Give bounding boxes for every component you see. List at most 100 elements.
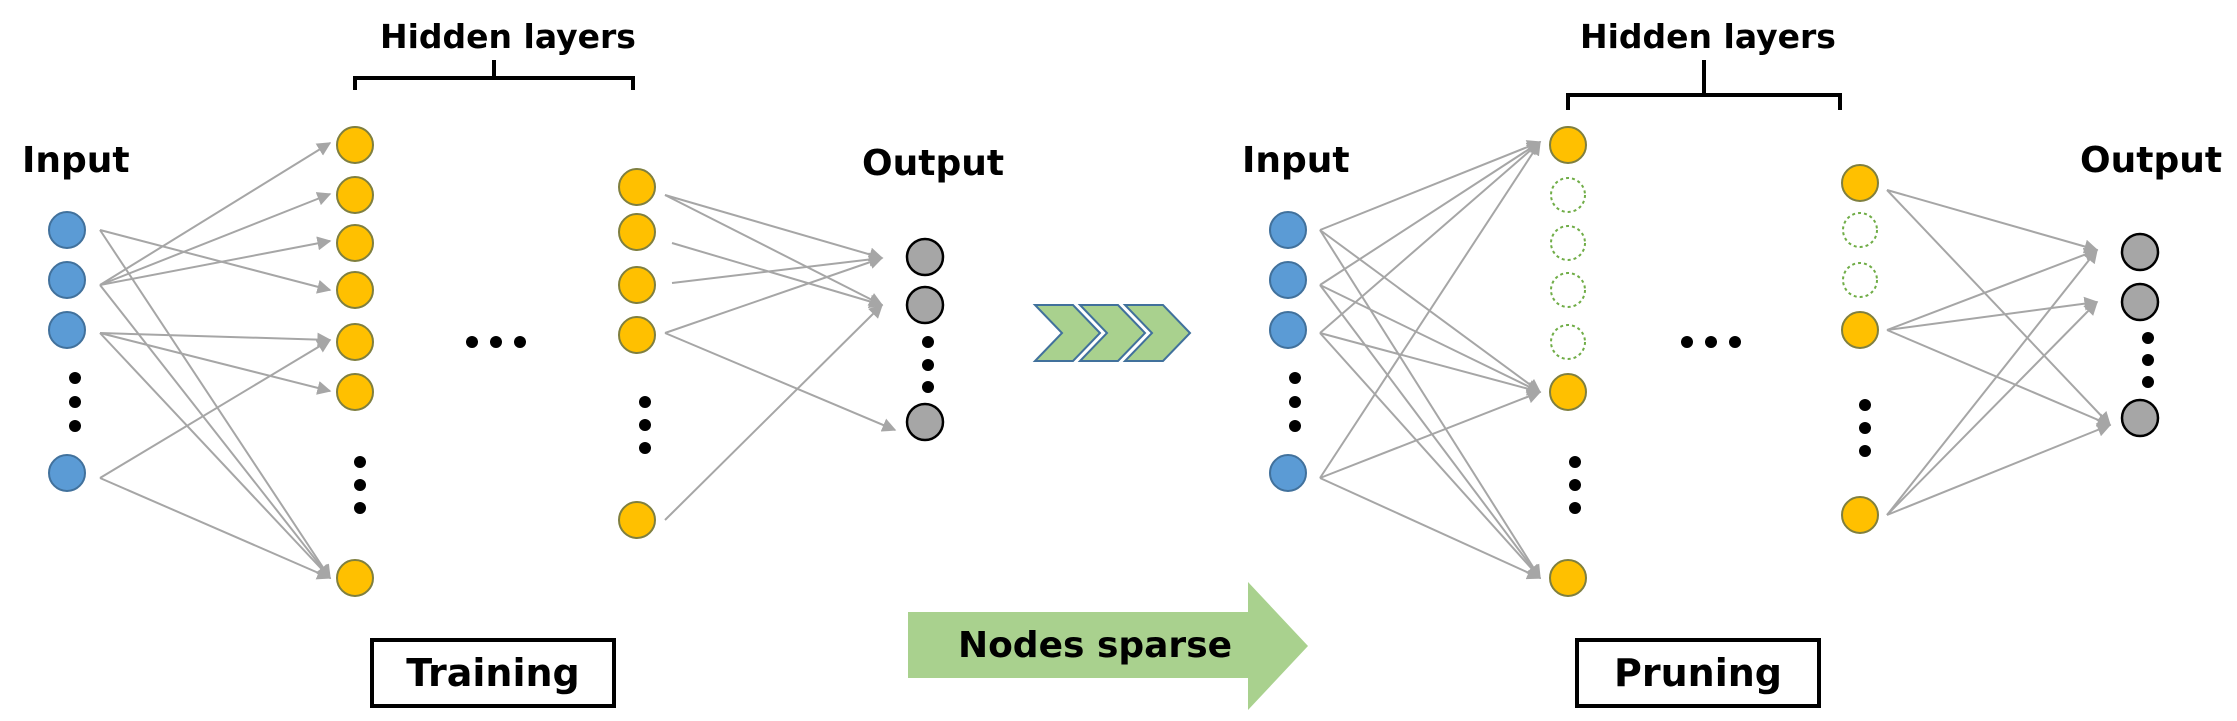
ellipsis-dot (354, 479, 366, 491)
edge (1319, 140, 1542, 231)
output-label: Output (2080, 140, 2222, 181)
edge (664, 255, 884, 334)
right-network: Input Hidden layers Output Pruning (1242, 17, 2222, 708)
hidden-node (618, 213, 656, 251)
hidden-node (336, 559, 374, 597)
right-output-layer (2120, 232, 2160, 438)
input-node (1269, 211, 1307, 249)
ellipsis-dot (1569, 479, 1581, 491)
left-output-layer (905, 237, 945, 442)
edge (99, 477, 332, 580)
hidden-node (618, 316, 656, 354)
hidden-layers-label: Hidden layers (1580, 17, 1836, 56)
left-input-layer (48, 211, 86, 492)
hidden-node (618, 168, 656, 206)
edge (99, 142, 332, 286)
edge (671, 252, 884, 284)
edge (664, 194, 884, 306)
hidden-node (336, 271, 374, 309)
edge (1886, 301, 2098, 516)
hidden-node (1549, 373, 1587, 411)
transition: Nodes sparse (908, 304, 1308, 710)
edge (1886, 296, 2099, 331)
edge (99, 284, 331, 580)
edge (1886, 423, 2112, 516)
hidden-layers-bracket (1566, 60, 1842, 110)
edge (1319, 229, 1541, 580)
ellipsis-dot (2142, 354, 2154, 366)
hidden-node (1549, 559, 1587, 597)
hidden-node (336, 176, 374, 214)
edge (1319, 141, 1542, 286)
left-edges (99, 142, 897, 580)
edge (99, 332, 331, 580)
hidden-node (1841, 311, 1879, 349)
pruned-node (1550, 272, 1586, 308)
ellipsis-dot (1289, 372, 1301, 384)
left-middle-ellipsis (466, 336, 526, 348)
training-label: Training (406, 651, 580, 695)
output-label: Output (862, 143, 1004, 184)
right-input-layer (1269, 211, 1307, 492)
ellipsis-dot (922, 381, 934, 393)
nodes-sparse-arrow (908, 582, 1308, 710)
input-node (48, 311, 86, 349)
ellipsis-dot (1859, 445, 1871, 457)
edge (1886, 329, 2112, 427)
edge (1886, 247, 2099, 331)
edge (1886, 248, 2098, 516)
output-node (2120, 232, 2160, 272)
right-edges (1319, 140, 2112, 580)
ellipsis-dot (639, 442, 651, 454)
ellipsis-dot (354, 456, 366, 468)
output-node (905, 285, 945, 325)
ellipsis-dot (1289, 396, 1301, 408)
edge (1319, 477, 1542, 580)
pruning-label: Pruning (1614, 651, 1782, 695)
input-node (1269, 261, 1307, 299)
hidden-node (336, 373, 374, 411)
input-node (48, 454, 86, 492)
hidden-layers-label: Hidden layers (380, 17, 636, 56)
ellipsis-dot (1569, 456, 1581, 468)
left-hidden-layer-1 (336, 126, 374, 597)
ellipsis-dot (514, 336, 526, 348)
ellipsis-dot (1729, 336, 1741, 348)
ellipsis-dot (922, 359, 934, 371)
hidden-node (1841, 164, 1879, 202)
training-box (370, 638, 616, 708)
ellipsis-dot (639, 419, 651, 431)
edge (99, 192, 332, 286)
edge (1319, 284, 1542, 393)
edge (99, 229, 331, 580)
hidden-node (1549, 126, 1587, 164)
input-label: Input (1242, 140, 1350, 181)
hidden-node (336, 323, 374, 361)
edge (664, 194, 884, 262)
ellipsis-dot (1859, 399, 1871, 411)
ellipsis-dot (354, 502, 366, 514)
nodes-sparse-label: Nodes sparse (958, 625, 1232, 666)
ellipsis-dot (1569, 502, 1581, 514)
pruning-box (1575, 638, 1821, 708)
pruned-node (1550, 225, 1586, 261)
input-node (48, 211, 86, 249)
hidden-node (618, 266, 656, 304)
chevron-arrows-icon (1032, 304, 1192, 362)
edge (1319, 332, 1542, 396)
edge (1886, 189, 2099, 254)
edge (1319, 390, 1542, 479)
hidden-node (618, 501, 656, 539)
ellipsis-dot (69, 420, 81, 432)
hidden-node (1841, 496, 1879, 534)
left-network: Input Hidden layers Output Training (22, 17, 1004, 708)
edge (1319, 284, 1541, 580)
edge (1319, 332, 1541, 580)
ellipsis-dot (1289, 420, 1301, 432)
edge (664, 332, 897, 432)
edge (1319, 141, 1542, 334)
ellipsis-dot (69, 372, 81, 384)
edge (1886, 189, 2111, 427)
output-node (2120, 398, 2160, 438)
